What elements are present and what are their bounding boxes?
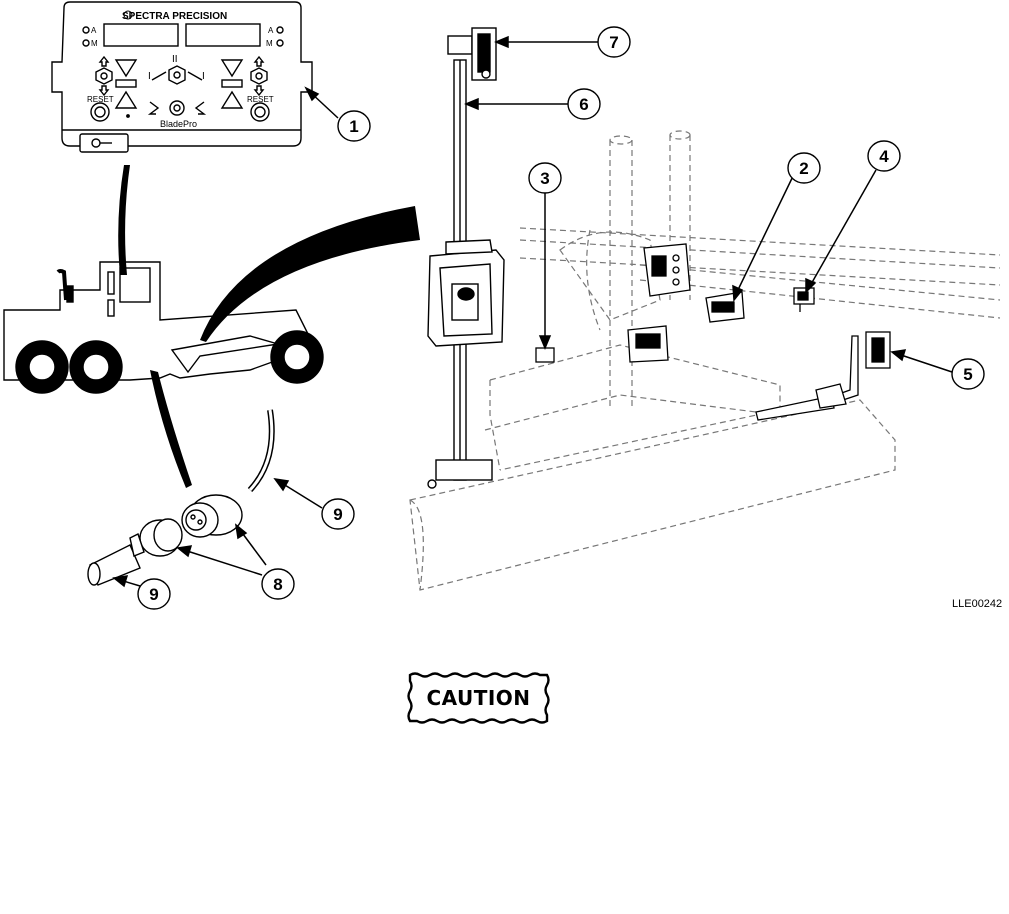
mode-label-left: I	[148, 71, 151, 82]
zoom-wedges	[118, 165, 420, 488]
right-indicator-m: M	[266, 39, 273, 48]
sensor-mast	[427, 27, 505, 489]
product-label: BladePro	[160, 119, 197, 129]
callout-5-circle	[951, 358, 985, 390]
leader-lines	[112, 35, 953, 588]
caution-box: CAUTION	[407, 672, 550, 724]
left-indicator-a: A	[91, 26, 97, 35]
callout-5: 5	[963, 365, 972, 384]
mode-label-right: I	[202, 71, 205, 82]
control-box-text: SPECTRA PRECISION A M A M RESET RESET II…	[87, 10, 274, 129]
callout-7: 7	[609, 33, 618, 52]
left-reset-label: RESET	[87, 95, 114, 104]
caution-wavy-border	[407, 672, 550, 724]
callout-4: 4	[879, 147, 889, 166]
callout-2: 2	[799, 159, 808, 178]
callout-3: 3	[540, 169, 549, 188]
callout-9-lower: 9	[149, 585, 158, 604]
control-box	[51, 1, 313, 153]
blade-assembly-phantom	[409, 130, 1001, 591]
callout-6-circle	[567, 88, 601, 120]
callout-8: 8	[273, 575, 282, 594]
right-indicator-a: A	[268, 26, 274, 35]
caution-label: CAUTION	[426, 686, 531, 710]
blade-components	[535, 243, 891, 421]
callout-9-upper-circle	[321, 498, 355, 530]
mode-label-dual: II	[172, 54, 178, 65]
brand-label: SPECTRA PRECISION	[122, 11, 227, 22]
right-reset-label: RESET	[247, 95, 274, 104]
callout-8-circle	[261, 568, 295, 600]
callout-1-circle	[337, 110, 371, 142]
callout-2-circle	[787, 152, 821, 184]
callout-9-lower-circle	[137, 578, 171, 610]
grader-outline	[3, 261, 324, 394]
callout-4-circle	[867, 140, 901, 172]
cable-connectors	[87, 409, 275, 586]
callout-circles	[137, 26, 985, 610]
callout-9-upper: 9	[333, 505, 342, 524]
callout-7-circle	[597, 26, 631, 58]
left-indicator-m: M	[91, 39, 98, 48]
figure-id: LLE00242	[952, 598, 1003, 610]
callout-3-circle	[528, 162, 562, 194]
callout-numbers: 1 2 3 4 5 6 7 8 9 9	[149, 33, 972, 604]
callout-6: 6	[579, 95, 588, 114]
callout-1: 1	[349, 117, 358, 136]
